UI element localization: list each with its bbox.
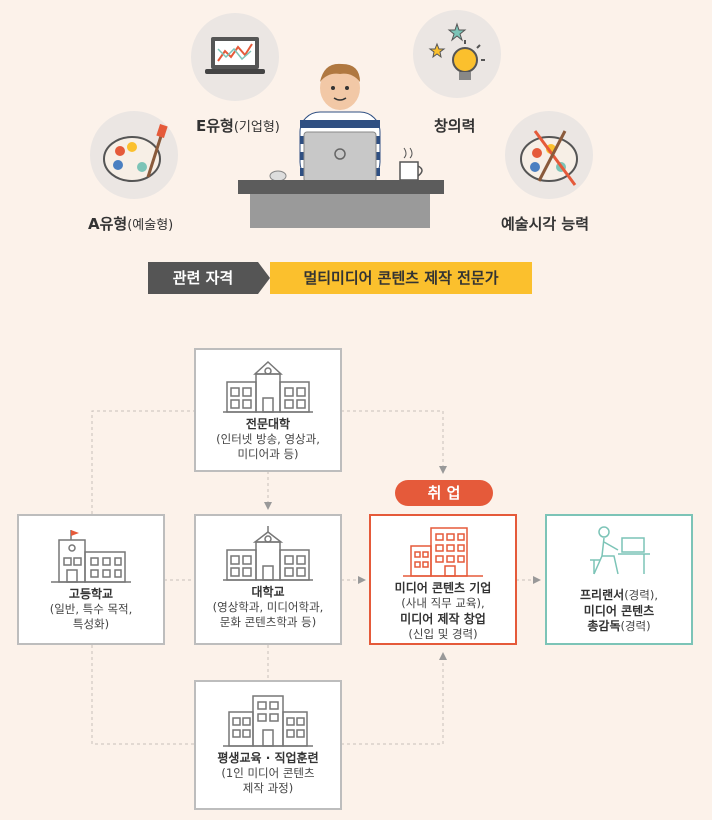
qualification-label: 관련 자격	[148, 262, 258, 294]
art-visual-icon-circle	[505, 111, 593, 199]
freelancer-line-2: 미디어 콘텐츠	[583, 604, 655, 618]
university-desc-2: 문화 콘텐츠학과 등)	[219, 615, 317, 629]
lifelong-box: 평생교육 · 직업훈련 (1인 미디어 콘텐츠 제작 과정)	[194, 680, 342, 810]
laptop-chart-icon	[205, 37, 265, 74]
university-title: 대학교	[251, 585, 285, 599]
freelancer-box: 프리랜서(경력), 미디어 콘텐츠 총감독(경력)	[545, 514, 693, 645]
university-desc-1: (영상학과, 미디어학과,	[212, 600, 324, 614]
college-building-icon	[223, 360, 313, 413]
a-type-label: A유형(예술형)	[88, 215, 174, 233]
university-building-icon	[223, 526, 313, 581]
employment-line-1: 미디어 콘텐츠 기업	[394, 581, 492, 595]
lifelong-title: 평생교육 · 직업훈련	[217, 751, 319, 765]
college-desc-2: 미디어과 등)	[237, 447, 299, 461]
freelancer-desk-icon	[590, 526, 650, 575]
freelancer-line-1: 프리랜서(경력),	[580, 588, 658, 602]
highschool-box: 고등학교 (일반, 특수 목적, 특성화)	[17, 514, 165, 645]
art-visual-label: 예술시각 능력	[501, 215, 590, 233]
palette-icon	[103, 124, 168, 182]
highschool-building-icon	[51, 530, 131, 583]
qualification-value: 멀티미디어 콘텐츠 제작 전문가	[270, 262, 532, 294]
lightbulb-stars-icon	[428, 22, 485, 80]
e-type-label: E유형(기업형)	[196, 117, 280, 135]
employment-badge: 취 업	[395, 480, 493, 506]
highschool-desc-2: 특성화)	[72, 617, 110, 631]
employment-box: 미디어 콘텐츠 기업 (사내 직무 교육), 미디어 제작 창업 (신입 및 경…	[369, 514, 517, 645]
freelancer-line-3: 총감독(경력)	[587, 619, 651, 633]
college-desc-1: (인터넷 방송, 영상과,	[216, 432, 320, 446]
university-box: 대학교 (영상학과, 미디어학과, 문화 콘텐츠학과 등)	[194, 514, 342, 645]
palette-brush-icon	[520, 130, 578, 186]
employment-line-4: (신입 및 경력)	[408, 627, 478, 641]
person-at-desk-illustration	[238, 63, 444, 228]
lifelong-desc-1: (1인 미디어 콘텐츠	[221, 766, 315, 780]
a-type-icon-circle	[90, 111, 178, 199]
office-building-icon	[223, 695, 313, 747]
college-title: 전문대학	[245, 417, 291, 431]
qualification-arrow	[258, 262, 270, 294]
employment-line-3: 미디어 제작 창업	[400, 612, 486, 626]
highschool-title: 고등학교	[68, 587, 114, 601]
creativity-icon-circle	[413, 10, 501, 98]
lifelong-desc-2: 제작 과정)	[242, 781, 294, 795]
creativity-label: 창의력	[434, 117, 476, 135]
qualification-bar: 관련 자격 멀티미디어 콘텐츠 제작 전문가	[148, 262, 532, 294]
college-box: 전문대학 (인터넷 방송, 영상과, 미디어과 등)	[194, 348, 342, 472]
highschool-desc-1: (일반, 특수 목적,	[49, 602, 133, 616]
employment-line-2: (사내 직무 교육),	[401, 596, 485, 610]
e-type-icon-circle	[191, 13, 279, 101]
company-building-icon	[403, 527, 483, 577]
